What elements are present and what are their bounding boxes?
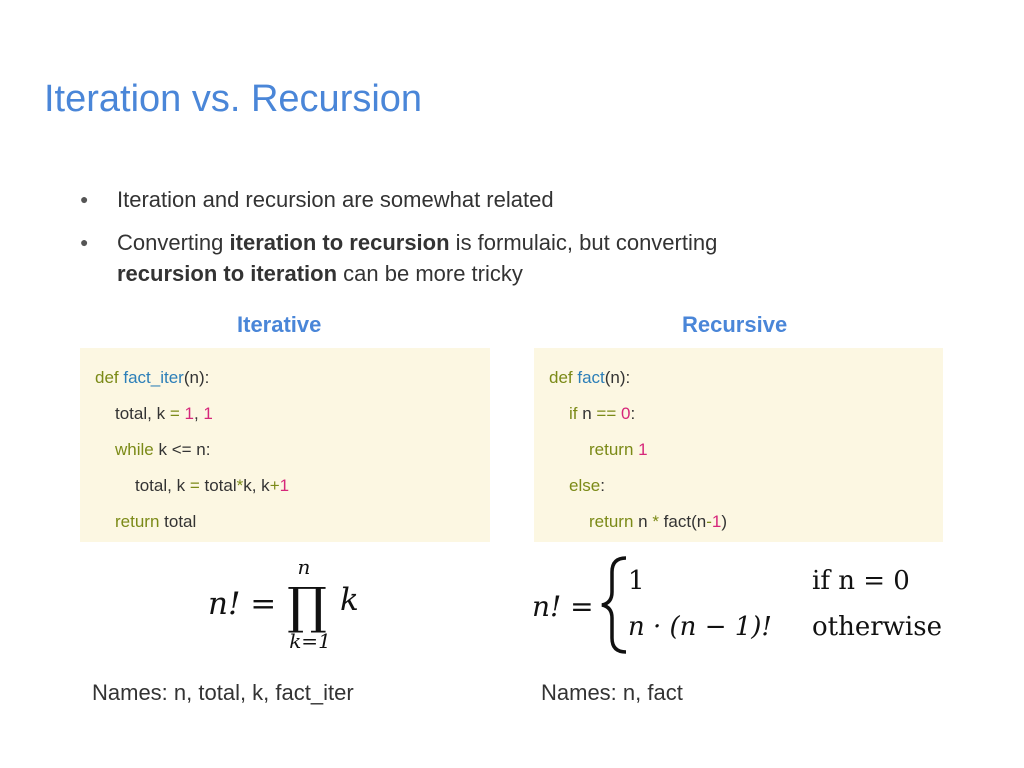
code-token: fact: [577, 368, 605, 387]
iterative-formula-body: k: [340, 582, 359, 618]
recursive-formula: n! = 1 if n = 0 n · (n − 1)! otherwise: [532, 556, 942, 654]
recursive-heading: Recursive: [682, 312, 788, 337]
code-token: 1: [279, 476, 290, 495]
case-1-value: 1: [628, 566, 645, 596]
bullet-text: is formulaic, but converting: [449, 230, 718, 255]
code-line: def fact_iter(n):: [95, 368, 209, 388]
code-line: def fact(n):: [549, 368, 630, 388]
code-token: ): [721, 512, 728, 531]
code-token: else: [569, 476, 601, 495]
iterative-formula-upper: n: [298, 555, 311, 579]
code-token: total: [199, 476, 237, 495]
case-2-value: n · (n − 1)!: [628, 612, 772, 642]
code-token: :: [600, 476, 605, 495]
code-line: return 1: [589, 440, 648, 460]
bullet-dot-icon: ●: [80, 191, 89, 207]
code-token: *: [652, 512, 659, 531]
code-token: n: [633, 512, 653, 531]
code-line: total, k = 1, 1: [115, 404, 213, 424]
code-token: +: [269, 476, 280, 495]
code-token: k <= n:: [153, 440, 211, 459]
case-2-condition: otherwise: [812, 612, 942, 642]
code-token: ==: [596, 404, 617, 423]
code-token: =: [189, 476, 200, 495]
code-line: return total: [115, 512, 196, 532]
code-token: :: [630, 404, 636, 423]
code-token: =: [169, 404, 180, 423]
code-token: total: [159, 512, 197, 531]
code-token: fact(n: [658, 512, 707, 531]
recursive-names: Names: n, fact: [541, 680, 683, 705]
iterative-formula-lower: k=1: [289, 629, 331, 653]
bullet-text: can be more tricky: [337, 261, 523, 286]
code-line: total, k = total*k, k+1: [135, 476, 289, 496]
bullet-text: Iteration and recursion are somewhat rel…: [117, 187, 554, 212]
code-token: def: [549, 368, 578, 387]
bullet-emphasis: recursion to iteration: [117, 261, 338, 286]
code-token: ,: [193, 404, 204, 423]
code-line: return n * fact(n-1): [589, 512, 727, 532]
code-token: 1: [184, 404, 194, 423]
code-token: n: [577, 404, 597, 423]
bullet-dot-icon: ●: [80, 234, 89, 250]
code-token: return: [589, 512, 634, 531]
code-token: total, k: [135, 476, 190, 495]
code-line: while k <= n:: [115, 440, 210, 460]
code-token: while: [115, 440, 154, 459]
recursive-formula-lhs: n! =: [532, 590, 594, 623]
code-token: def: [95, 368, 124, 387]
code-token: 1: [638, 440, 648, 459]
bullet-item: ● Converting iteration to recursion is fo…: [80, 227, 780, 289]
product-icon: ∏: [287, 577, 327, 635]
code-line: else:: [569, 476, 605, 496]
bullet-item: ● Iteration and recursion are somewhat re…: [80, 184, 780, 215]
bullet-list: ● Iteration and recursion are somewhat re…: [80, 184, 780, 301]
bullet-emphasis: iteration to recursion: [229, 230, 450, 255]
code-line: if n == 0:: [569, 404, 635, 424]
code-token: 1: [711, 512, 722, 531]
iterative-names: Names: n, total, k, fact_iter: [92, 680, 354, 705]
case-1-condition: if n = 0: [812, 566, 910, 596]
code-token: return: [115, 512, 160, 531]
code-token: 0: [621, 404, 631, 423]
left-brace-icon: [601, 556, 627, 654]
iterative-formula: n! = ∏ n k=1 k: [208, 555, 359, 653]
code-token: total, k: [115, 404, 170, 423]
code-token: return: [589, 440, 634, 459]
code-token: -: [706, 512, 712, 531]
code-token: 1: [203, 404, 213, 423]
code-token: (n):: [604, 368, 631, 387]
iterative-formula-lhs: n! =: [208, 586, 276, 622]
code-token: fact_iter: [123, 368, 184, 387]
code-token: k, k: [243, 476, 270, 495]
code-token: if: [569, 404, 578, 423]
iterative-heading: Iterative: [237, 312, 322, 337]
iterative-code-block: def fact_iter(n): total, k = 1, 1 while k …: [80, 348, 490, 542]
slide-title: Iteration vs. Recursion: [44, 78, 423, 120]
code-token: (n):: [183, 368, 210, 387]
bullet-text: Converting: [117, 230, 230, 255]
code-token: *: [236, 476, 244, 495]
